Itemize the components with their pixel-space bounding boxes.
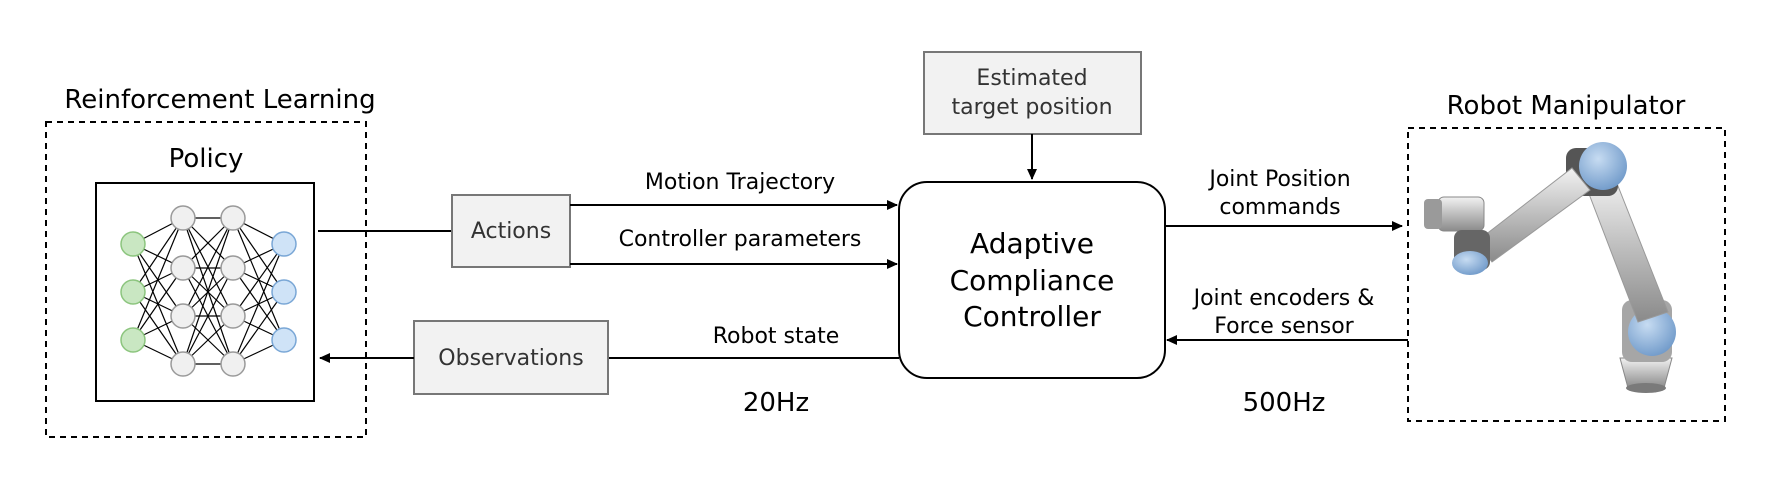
joint-encoders-label-line2: Force sensor (1214, 314, 1354, 339)
nn-input-node (120, 327, 146, 353)
robot-section-border (1407, 127, 1726, 422)
robot-wrist-cap (1452, 251, 1488, 275)
controller-label-line2: Compliance (950, 264, 1115, 297)
target-position-label-line1: Estimated (976, 66, 1087, 91)
joint-position-label-line1: Joint Position (1207, 167, 1350, 192)
joint-encoders-label-line1: Joint encoders & (1192, 286, 1375, 311)
actions-label: Actions (471, 219, 551, 244)
robot-wrist-1 (1437, 196, 1485, 232)
nn-edge (232, 291, 285, 365)
controller-parameters-label: Controller parameters (619, 227, 862, 252)
nn-edge (132, 267, 184, 341)
nn-output-node (271, 279, 297, 305)
adaptive-compliance-controller-box (898, 181, 1166, 379)
nn-edge (132, 217, 184, 293)
robot-arm-image (1424, 142, 1676, 393)
robot-upper-link (1585, 175, 1669, 323)
nn-hidden-node (170, 351, 196, 377)
controller-label-line3: Controller (963, 300, 1101, 333)
nn-edge (182, 217, 234, 365)
motion-trajectory-label: Motion Trajectory (645, 170, 835, 195)
robot-state-label: Robot state (713, 324, 840, 349)
nn-input-node (120, 279, 146, 305)
policy-rate-label: 20Hz (743, 388, 809, 418)
target-position-box (923, 51, 1142, 135)
robot-elbow-cap (1579, 142, 1627, 190)
nn-edge (232, 217, 285, 293)
robot-base-foot (1626, 383, 1666, 393)
nn-edge (232, 243, 285, 365)
nn-input-node (120, 231, 146, 257)
nn-output-node (271, 231, 297, 257)
controller-rate-label: 500Hz (1243, 388, 1326, 418)
robot-forearm-link (1475, 167, 1591, 263)
nn-edge (132, 217, 184, 341)
nn-hidden-node (220, 205, 246, 231)
nn-hidden-node (170, 303, 196, 329)
controller-label-line1: Adaptive (970, 227, 1094, 260)
robot-section-title: Robot Manipulator (1447, 91, 1686, 121)
joint-position-label-line2: commands (1219, 195, 1340, 220)
actions-box (451, 194, 571, 268)
rl-section-title: Reinforcement Learning (64, 85, 375, 115)
nn-edge (232, 243, 285, 317)
nn-edge (182, 267, 234, 365)
robot-wrist-flange (1424, 199, 1442, 229)
nn-hidden-node (170, 255, 196, 281)
nn-edge (182, 217, 234, 317)
rl-section-border (45, 121, 367, 438)
nn-hidden-node (220, 255, 246, 281)
neural-network-nodes (120, 205, 297, 377)
nn-hidden-node (220, 303, 246, 329)
observations-label: Observations (438, 346, 583, 371)
nn-output-node (271, 327, 297, 353)
target-position-label-line2: target position (951, 95, 1112, 120)
policy-label: Policy (169, 144, 244, 174)
nn-hidden-node (170, 205, 196, 231)
nn-hidden-node (220, 351, 246, 377)
